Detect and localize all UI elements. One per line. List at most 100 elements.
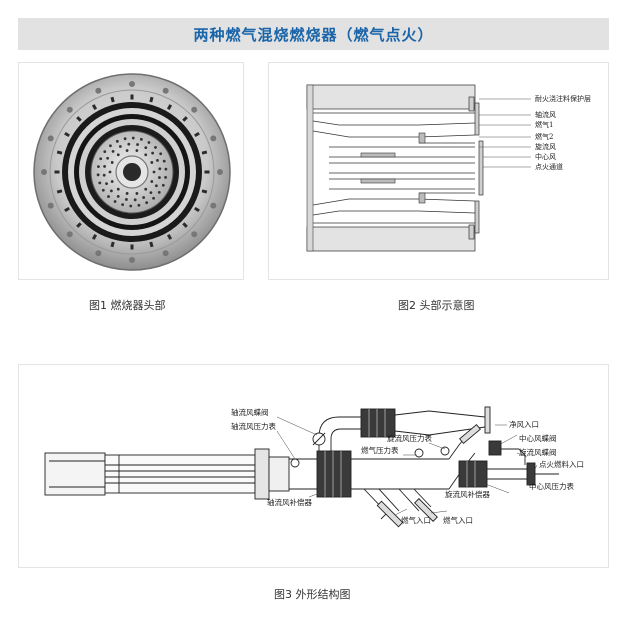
fig3-label-swirl-damper: 旋流风蝶阀: [519, 447, 557, 457]
head-schematic: 耐火浇注料保护层 轴流风 燃气1 燃气2 旋流风 中心风 点火通道: [306, 84, 591, 252]
flange-bolt: [129, 257, 135, 263]
plate-hole: [154, 146, 157, 149]
fig3-label-ignition-inlet: 点火燃料入口: [539, 459, 584, 469]
fig3-label-center-gauge: 中心风压力表: [529, 481, 574, 491]
figure-3-panel: 轴流风蝶阀 轴流风压力表 轴流风补偿器 旋流风压力表 燃气压力表 燃气入口 燃气…: [18, 364, 609, 568]
ring-slot: [204, 170, 210, 174]
figure-1-panel: [18, 62, 244, 280]
fig3-label-swirl-gauge: 旋流风压力表: [387, 433, 432, 443]
fig2-label-gas-1: 燃气1: [535, 120, 553, 129]
ring-slot: [130, 94, 134, 100]
flange-bolt: [162, 250, 169, 257]
plate-hole: [144, 153, 148, 157]
plate-hole: [156, 158, 159, 162]
flange-bolt: [41, 169, 47, 175]
plate-hole: [131, 136, 135, 140]
plate-hole: [127, 142, 131, 146]
ring-slot: [64, 206, 70, 213]
plate-hole: [103, 165, 106, 168]
ring-slot: [166, 234, 173, 240]
plate-hole: [135, 192, 139, 195]
plate-hole: [99, 157, 103, 161]
ring-slot: [194, 206, 200, 213]
plate-hole: [158, 167, 162, 171]
figure-2-caption: 图2 头部示意图: [398, 299, 475, 312]
flange-bolt: [66, 231, 73, 238]
ring-slot: [64, 131, 70, 138]
plate-hole: [116, 153, 120, 157]
fig3-label-clean-air-inlet: 净风入口: [509, 419, 539, 429]
fig2-label-swirl-air: 旋流风: [535, 142, 556, 151]
plate-hole: [110, 180, 114, 183]
plate-hole: [162, 159, 166, 163]
plate-hole: [115, 139, 119, 143]
fig2-label-gas-2: 燃气2: [535, 132, 553, 141]
fig3-label-axial-damper: 轴流风蝶阀: [231, 407, 269, 417]
ring-slot: [166, 104, 173, 110]
plate-hole: [109, 189, 113, 193]
plate-hole: [111, 149, 115, 153]
plate-hole: [158, 176, 161, 179]
plate-hole: [147, 141, 151, 144]
plate-hole: [98, 181, 102, 185]
ring-slot: [182, 222, 188, 228]
flange-bolt: [129, 81, 135, 87]
plate-hole: [139, 137, 143, 141]
fig3-label-swirl-compensator: 旋流风补偿器: [445, 489, 490, 499]
ring-slot: [149, 96, 154, 103]
flange-bolt: [191, 106, 198, 113]
plate-hole: [157, 190, 161, 194]
ring-slot: [76, 222, 82, 228]
plate-hole: [159, 152, 163, 156]
plate-hole: [144, 187, 148, 191]
plate-hole: [106, 156, 110, 160]
page-title: 两种燃气混烧燃烧器（燃气点火）: [193, 25, 434, 44]
ring-slots: [54, 94, 210, 250]
fig2-label-center-air: 中心风: [535, 152, 556, 161]
ring-slot: [182, 116, 188, 122]
plate-hole: [113, 200, 117, 203]
plate-hole: [129, 204, 133, 208]
plate-hole: [108, 170, 112, 174]
plate-hole: [109, 144, 112, 148]
flange-bolt: [217, 169, 223, 175]
fig3-label-gas-inlet-1: 燃气入口: [401, 515, 431, 525]
plate-hole: [164, 175, 167, 179]
plate-hole: [152, 170, 156, 174]
ring-slot: [54, 170, 60, 174]
flange-bolts: [41, 81, 223, 263]
plate-hole: [137, 203, 141, 207]
plate-hole: [96, 173, 100, 177]
ring-slot: [110, 96, 115, 103]
plate-hole: [152, 196, 155, 200]
plate-hole: [145, 201, 149, 205]
plate-hole: [116, 194, 120, 198]
ring-slot: [91, 104, 98, 110]
ring-slot: [56, 189, 63, 194]
flange-bolt: [95, 87, 102, 94]
plate-hole: [103, 150, 107, 154]
plate-hole: [125, 149, 129, 152]
plate-hole: [123, 137, 127, 141]
ring-slot: [110, 241, 115, 248]
plate-hole: [97, 165, 100, 169]
plate-hole: [149, 191, 153, 195]
external-structure-diagram: 轴流风蝶阀 轴流风压力表 轴流风补偿器 旋流风压力表 燃气压力表 燃气入口 燃气…: [44, 406, 584, 528]
plate-hole: [116, 187, 120, 191]
fig2-label-axial-air: 轴流风: [535, 110, 556, 119]
plate-hole: [151, 151, 155, 155]
plate-hole: [125, 192, 129, 195]
fig3-label-axial-gauge: 轴流风压力表: [231, 421, 276, 431]
fig2-label-refractory: 耐火浇注料保护层: [535, 94, 591, 103]
flange-bolt: [95, 250, 102, 257]
plate-hole: [144, 146, 148, 150]
ring-slot: [91, 234, 98, 240]
flange-bolt: [210, 135, 217, 142]
figure-1-caption: 图1 燃烧器头部: [89, 299, 166, 312]
flange-bolt: [191, 231, 198, 238]
flange-bolt: [162, 87, 169, 94]
plate-hole: [150, 161, 154, 164]
plate-hole: [101, 188, 105, 192]
title-bar: 两种燃气混烧燃烧器（燃气点火）: [18, 18, 609, 50]
figure-2-panel: 耐火浇注料保护层 轴流风 燃气1 燃气2 旋流风 中心风 点火通道: [268, 62, 609, 280]
